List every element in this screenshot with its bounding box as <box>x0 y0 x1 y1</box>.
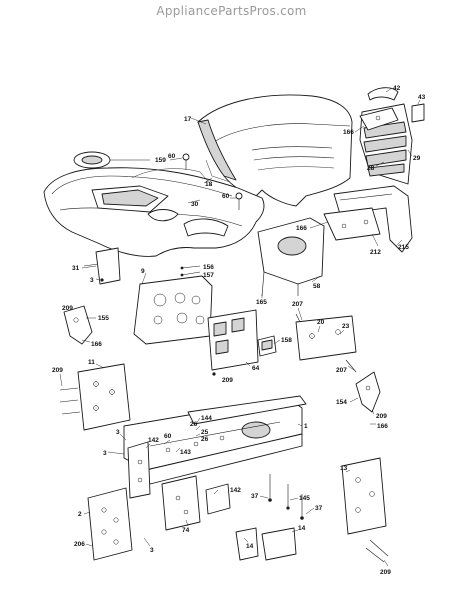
callout-26: 26 <box>201 436 209 443</box>
callout-3: 3 <box>150 547 154 554</box>
axle-bracket-part[interactable] <box>127 441 151 499</box>
callout-37: 37 <box>315 505 323 512</box>
callout-209: 209 <box>222 377 233 384</box>
callout-60: 60 <box>222 193 230 200</box>
callout-145: 145 <box>299 495 310 502</box>
callout-43: 43 <box>418 94 426 101</box>
callout-26: 26 <box>190 421 198 428</box>
fender-deck-part[interactable] <box>43 167 265 257</box>
callout-157: 157 <box>203 272 214 279</box>
headlight-lens-part[interactable] <box>367 87 399 101</box>
panel-fastener-157[interactable] <box>180 271 201 277</box>
callout-209: 209 <box>52 367 63 374</box>
callout-28: 28 <box>367 165 375 172</box>
stud-37-right[interactable] <box>300 494 304 520</box>
pivot-bracket-right[interactable] <box>261 527 297 561</box>
headlight-bracket-part[interactable] <box>411 103 425 123</box>
callout-166: 166 <box>377 423 388 430</box>
callout-14: 14 <box>246 543 254 550</box>
callout-2: 2 <box>78 511 82 518</box>
callout-3: 3 <box>90 277 94 284</box>
callout-64: 64 <box>252 365 260 372</box>
callout-209: 209 <box>376 413 387 420</box>
callout-3: 3 <box>116 429 120 436</box>
pivot-bracket-left[interactable] <box>235 527 259 561</box>
hood-part[interactable] <box>197 94 353 207</box>
dash-bracket-part[interactable] <box>207 309 259 376</box>
callout-13: 13 <box>340 465 348 472</box>
panel-fastener-156[interactable] <box>180 265 201 270</box>
callout-156: 156 <box>203 264 214 271</box>
right-side-plate-part[interactable] <box>341 457 389 563</box>
callout-11: 11 <box>88 359 95 366</box>
callout-37: 37 <box>251 493 259 500</box>
callout-labels: 17 42 43 166 29 28 159 60 18 30 60 166 2… <box>52 85 426 576</box>
steering-support-part[interactable] <box>63 305 93 345</box>
pedal-arm-part[interactable] <box>355 371 381 413</box>
callout-58: 58 <box>313 283 321 290</box>
leader-lines <box>59 87 421 567</box>
pedal-bracket-part[interactable] <box>295 313 357 373</box>
mid-support-part[interactable] <box>161 475 201 531</box>
callout-207: 207 <box>336 367 347 374</box>
fastener-60-top[interactable] <box>182 153 190 170</box>
callout-206: 206 <box>74 541 85 548</box>
callout-60: 60 <box>164 433 172 440</box>
callout-159: 159 <box>155 157 166 164</box>
callout-155: 155 <box>98 315 109 322</box>
callout-23: 23 <box>342 323 350 330</box>
small-bracket-part[interactable] <box>205 483 231 515</box>
callout-142: 142 <box>230 487 241 494</box>
callout-158: 158 <box>281 337 292 344</box>
callout-17: 17 <box>184 116 192 123</box>
ignition-switch-part[interactable] <box>257 335 277 357</box>
left-side-plate-part[interactable] <box>59 363 131 431</box>
callout-18: 18 <box>205 181 213 188</box>
callout-14: 14 <box>298 525 306 532</box>
callout-60: 60 <box>168 153 176 160</box>
control-panel-part[interactable] <box>133 275 213 345</box>
callout-31: 31 <box>72 265 80 272</box>
callout-212: 212 <box>370 249 381 256</box>
callout-166: 166 <box>343 129 354 136</box>
callout-74: 74 <box>182 527 190 534</box>
callout-166: 166 <box>296 225 307 232</box>
deck-gasket-part[interactable] <box>131 159 231 187</box>
callout-9: 9 <box>141 268 145 275</box>
stud-37-left[interactable] <box>268 474 272 502</box>
callout-42: 42 <box>393 85 401 92</box>
callout-30: 30 <box>191 201 199 208</box>
callout-215: 215 <box>398 244 409 251</box>
callout-20: 20 <box>317 319 325 326</box>
watermark-text: AppliancePartsPros.com <box>156 4 307 18</box>
front-plate-part[interactable] <box>87 487 133 561</box>
dash-support-part[interactable] <box>257 217 325 297</box>
fastener-60-mid[interactable] <box>235 192 243 210</box>
stud-145[interactable] <box>286 484 290 510</box>
callout-1: 1 <box>304 423 308 430</box>
callout-209: 209 <box>380 569 391 576</box>
callout-3: 3 <box>103 450 107 457</box>
seat-cup-part[interactable] <box>73 151 150 169</box>
callout-209: 209 <box>62 305 73 312</box>
callout-207: 207 <box>292 301 303 308</box>
callout-143: 143 <box>180 449 191 456</box>
callout-29: 29 <box>413 155 421 162</box>
callout-165: 165 <box>256 299 267 306</box>
callout-144: 144 <box>201 415 212 422</box>
hood-bracket-part[interactable] <box>359 107 399 131</box>
callout-142: 142 <box>148 437 159 444</box>
callout-154: 154 <box>336 399 347 406</box>
main-frame-part[interactable] <box>123 395 307 485</box>
callout-25: 25 <box>201 429 209 436</box>
shield-bracket-part[interactable] <box>323 207 381 241</box>
console-bracket-part[interactable] <box>83 247 121 285</box>
callout-166: 166 <box>91 341 102 348</box>
